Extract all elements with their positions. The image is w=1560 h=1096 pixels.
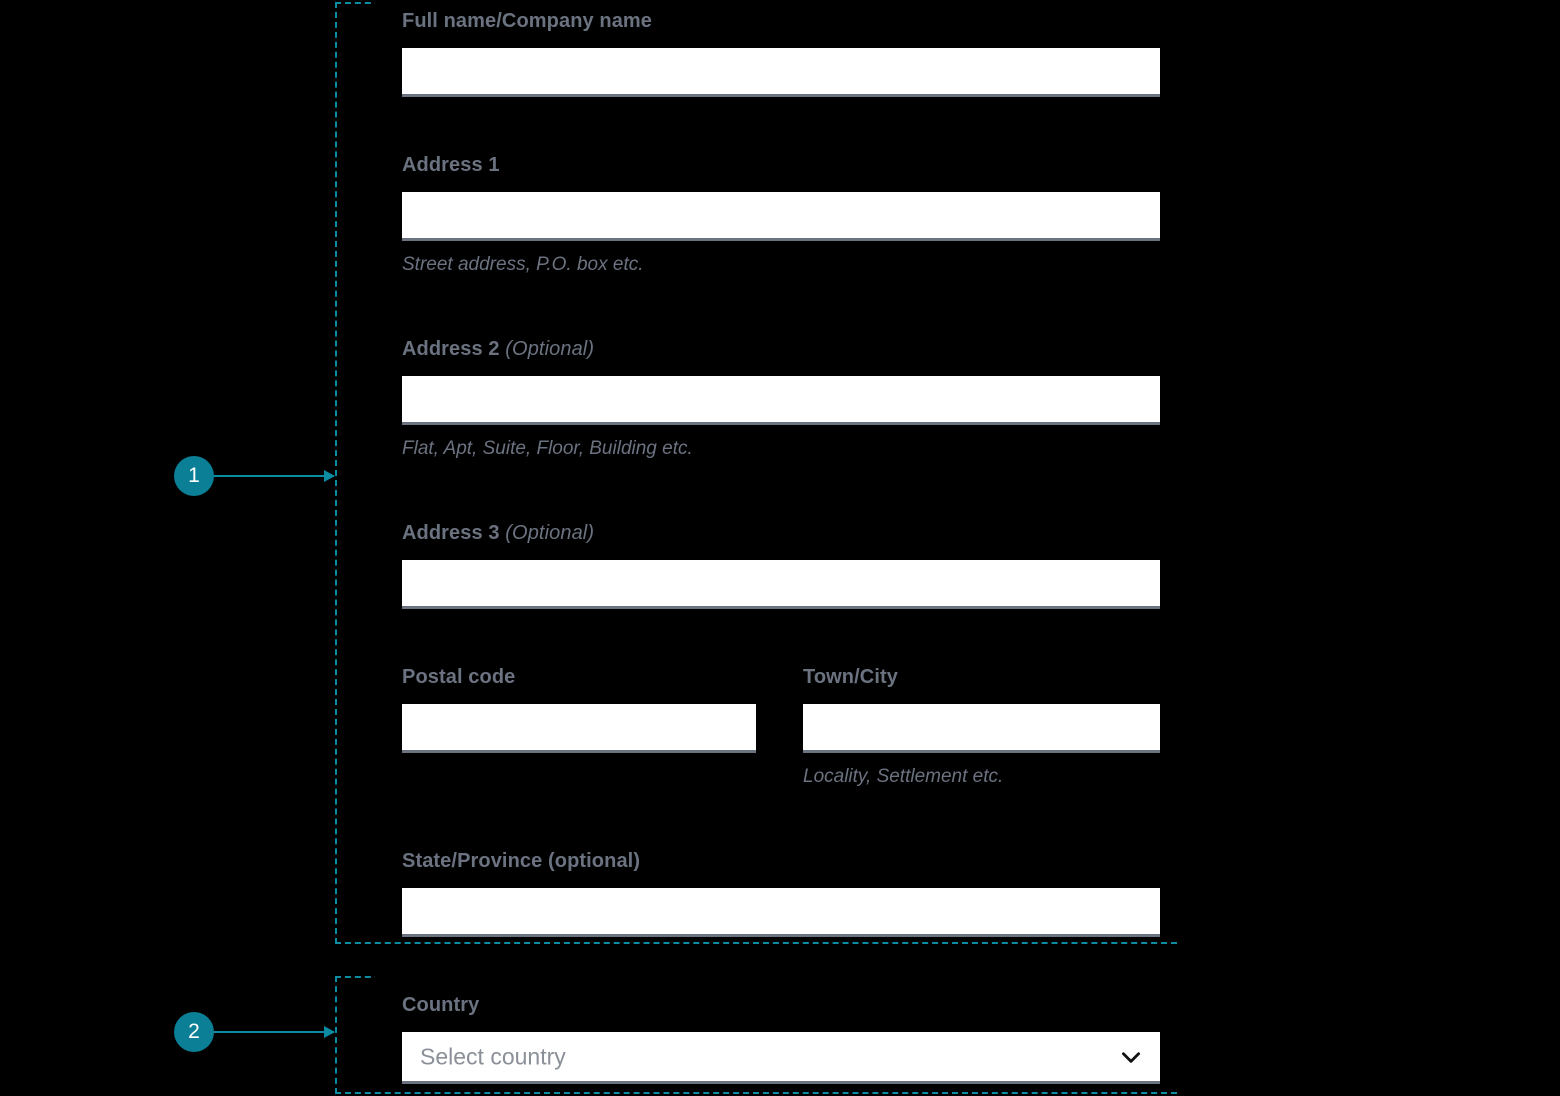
field-address-2-label-text: Address 2: [402, 338, 500, 360]
field-address-2-optional-tag: (Optional): [505, 338, 595, 360]
callout-box-address: [335, 2, 1177, 944]
field-address-2-hint: Flat, Apt, Suite, Floor, Building etc.: [402, 438, 693, 459]
field-address-3-optional-tag: (Optional): [505, 522, 595, 544]
field-country: Country Select country: [402, 994, 1160, 1084]
field-address-3: Address 3 (Optional): [402, 522, 1160, 609]
address-1-input[interactable]: [402, 192, 1160, 241]
field-address-1-label: Address 1: [402, 154, 1160, 177]
field-full-name: Full name/Company name: [402, 10, 1160, 97]
address-2-input[interactable]: [402, 376, 1160, 425]
field-country-label-text: Country: [402, 994, 480, 1016]
annotation-arrow-2: [214, 1026, 335, 1038]
field-address-3-label-text: Address 3: [402, 522, 500, 544]
field-postal-code-label-text: Postal code: [402, 666, 516, 688]
annotation-marker-2[interactable]: 2: [174, 1012, 214, 1052]
postal-code-input[interactable]: [402, 704, 756, 753]
country-select[interactable]: Select country: [402, 1032, 1160, 1084]
field-address-2-label: Address 2 (Optional): [402, 338, 1160, 361]
field-town-city: Town/City Locality, Settlement etc.: [803, 666, 1160, 788]
town-city-input[interactable]: [803, 704, 1160, 753]
field-town-city-hint: Locality, Settlement etc.: [803, 766, 1004, 787]
field-address-1-label-text: Address 1: [402, 154, 500, 176]
field-state-province-label-text: State/Province (optional): [402, 850, 641, 872]
field-full-name-label: Full name/Company name: [402, 10, 1160, 33]
field-state-province-label: State/Province (optional): [402, 850, 1160, 873]
field-full-name-label-text: Full name/Company name: [402, 10, 653, 32]
field-postal-code-label: Postal code: [402, 666, 756, 689]
field-address-3-label: Address 3 (Optional): [402, 522, 1160, 545]
field-town-city-label: Town/City: [803, 666, 1160, 689]
field-postal-code: Postal code: [402, 666, 756, 753]
address-3-input[interactable]: [402, 560, 1160, 609]
country-select-value: Select country: [420, 1043, 566, 1069]
annotation-arrow-1: [214, 470, 335, 482]
chevron-down-icon: [1118, 1044, 1144, 1070]
field-country-label: Country: [402, 994, 1160, 1017]
callout-box-country-top-mask: [375, 974, 1560, 979]
field-address-1: Address 1 Street address, P.O. box etc.: [402, 154, 1160, 276]
state-province-input[interactable]: [402, 888, 1160, 937]
full-name-input[interactable]: [402, 48, 1160, 97]
field-address-2: Address 2 (Optional) Flat, Apt, Suite, F…: [402, 338, 1160, 460]
callout-box-country-bottom-mask: [378, 1086, 1560, 1092]
field-state-province: State/Province (optional): [402, 850, 1160, 937]
field-address-1-hint: Street address, P.O. box etc.: [402, 254, 644, 275]
field-town-city-label-text: Town/City: [803, 666, 898, 688]
annotation-marker-1-label: 1: [188, 464, 200, 487]
annotation-marker-1[interactable]: 1: [174, 456, 214, 496]
callout-box-address-top-mask: [375, 0, 1560, 4]
annotation-marker-2-label: 2: [188, 1020, 200, 1043]
